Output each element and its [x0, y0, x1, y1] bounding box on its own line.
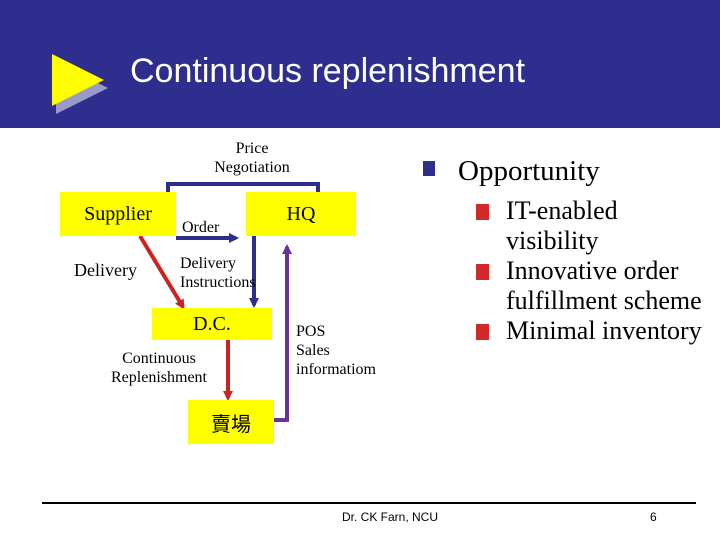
dc-label: D.C. — [193, 312, 231, 335]
opportunity-list: IT-enabled visibility Innovative order f… — [476, 196, 716, 346]
page-number: 6 — [650, 510, 657, 524]
list-item: Minimal inventory — [476, 316, 716, 346]
footer-author: Dr. CK Farn, NCU — [342, 510, 439, 524]
delivery-label: Delivery — [74, 260, 137, 280]
bullet-icon — [476, 264, 489, 280]
opportunity-heading: Opportunity — [458, 155, 600, 187]
store-label: 賣場 — [211, 413, 251, 436]
hq-box: HQ — [246, 192, 356, 236]
price-negotiation-label: Price Negotiation — [214, 140, 290, 177]
arrow-logo-icon — [52, 54, 108, 114]
dc-box: D.C. — [152, 308, 272, 340]
delivery-arrow — [138, 234, 185, 310]
bullet-icon — [476, 324, 489, 340]
pos-sales-arrow — [274, 244, 292, 422]
pos-sales-label: POS Sales informatiom — [296, 323, 376, 379]
title-bar: Continuous replenishment — [0, 0, 720, 128]
footer-divider — [42, 502, 696, 504]
list-item: IT-enabled visibility — [476, 196, 716, 256]
slide-title: Continuous replenishment — [130, 52, 526, 90]
price-negotiation-arrow — [166, 182, 320, 192]
store-box: 賣場 — [188, 400, 274, 444]
supplier-box: Supplier — [60, 192, 176, 236]
hq-label: HQ — [286, 202, 316, 225]
list-item: Innovative order fulfillment scheme — [476, 256, 716, 316]
order-label: Order — [182, 219, 220, 236]
delivery-instructions-label: Delivery Instructions — [180, 255, 256, 292]
bullet-icon — [476, 204, 489, 220]
continuous-replenishment-label: Continuous Replenishment — [111, 350, 207, 387]
opportunity-bullet-icon — [423, 161, 435, 176]
supplier-label: Supplier — [84, 202, 152, 225]
